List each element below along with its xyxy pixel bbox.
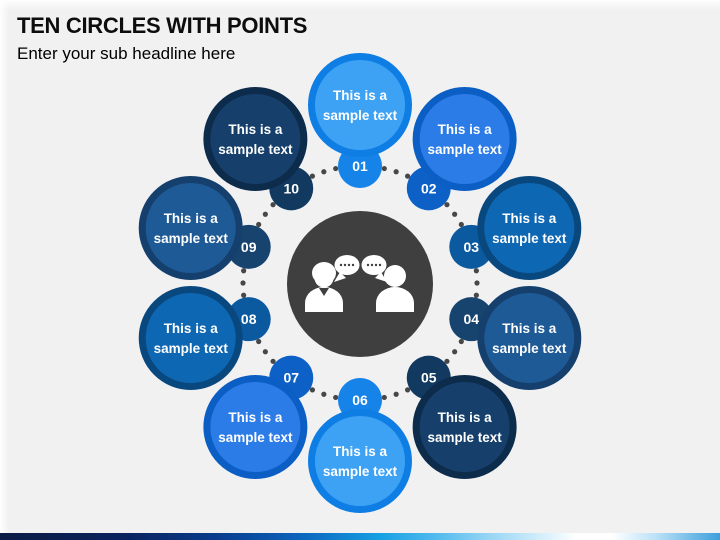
footer-gradient-bar bbox=[0, 533, 720, 540]
dotted-ring-dot bbox=[458, 338, 464, 345]
point-number-08: 08 bbox=[241, 311, 257, 327]
circle-02 bbox=[412, 86, 517, 191]
circle-05 bbox=[412, 375, 517, 480]
dotted-ring-dot bbox=[241, 268, 247, 274]
dotted-ring-dot bbox=[393, 391, 399, 397]
point-number-01: 01 bbox=[352, 158, 368, 174]
dotted-ring-dot bbox=[262, 211, 268, 217]
dotted-ring-dot bbox=[262, 349, 268, 355]
page-subtitle: Enter your sub headline here bbox=[17, 44, 236, 63]
circle-04 bbox=[477, 286, 582, 391]
people-talking-icon bbox=[305, 255, 414, 312]
dotted-ring-dot bbox=[393, 169, 399, 175]
point-number-09: 09 bbox=[241, 239, 257, 255]
dotted-ring-dot bbox=[241, 292, 247, 298]
circle-03 bbox=[477, 175, 582, 280]
dotted-ring-dot bbox=[256, 338, 262, 345]
point-number-03: 03 bbox=[463, 239, 479, 255]
page-title: TEN CIRCLES WITH POINTS bbox=[17, 13, 308, 38]
circle-08 bbox=[138, 286, 243, 391]
point-number-10: 10 bbox=[283, 180, 299, 196]
point-number-02: 02 bbox=[421, 180, 437, 196]
dotted-ring-dot bbox=[452, 349, 458, 355]
dotted-ring-dot bbox=[333, 394, 339, 401]
dotted-ring-dot bbox=[270, 202, 276, 208]
dotted-ring-dot bbox=[240, 280, 246, 286]
circle-01 bbox=[308, 53, 412, 157]
dotted-ring-dot bbox=[474, 280, 480, 286]
dotted-ring-dot bbox=[444, 358, 450, 364]
dotted-ring-dot bbox=[333, 165, 339, 172]
dotted-ring-dot bbox=[404, 173, 411, 179]
circle-09 bbox=[138, 175, 243, 280]
dotted-ring-dot bbox=[256, 221, 262, 228]
dotted-ring-dot bbox=[381, 394, 387, 401]
circle-10 bbox=[203, 86, 308, 191]
dotted-ring-dot bbox=[309, 173, 316, 179]
dotted-ring-dot bbox=[458, 221, 464, 228]
dotted-ring-dot bbox=[473, 292, 479, 298]
circle-06 bbox=[308, 409, 412, 513]
dotted-ring-dot bbox=[321, 391, 327, 397]
dotted-ring-dot bbox=[309, 387, 316, 393]
center-circle bbox=[287, 211, 433, 357]
dotted-ring-dot bbox=[321, 169, 327, 175]
dotted-ring-dot bbox=[404, 387, 411, 393]
point-number-06: 06 bbox=[352, 392, 368, 408]
point-number-05: 05 bbox=[421, 370, 437, 386]
point-number-07: 07 bbox=[283, 370, 299, 386]
dotted-ring-dot bbox=[473, 268, 479, 274]
circle-07 bbox=[203, 375, 308, 480]
dotted-ring-dot bbox=[381, 165, 387, 172]
point-number-04: 04 bbox=[463, 311, 479, 327]
dotted-ring-dot bbox=[270, 358, 276, 364]
dotted-ring-dot bbox=[452, 211, 458, 217]
dotted-ring-dot bbox=[444, 202, 450, 208]
